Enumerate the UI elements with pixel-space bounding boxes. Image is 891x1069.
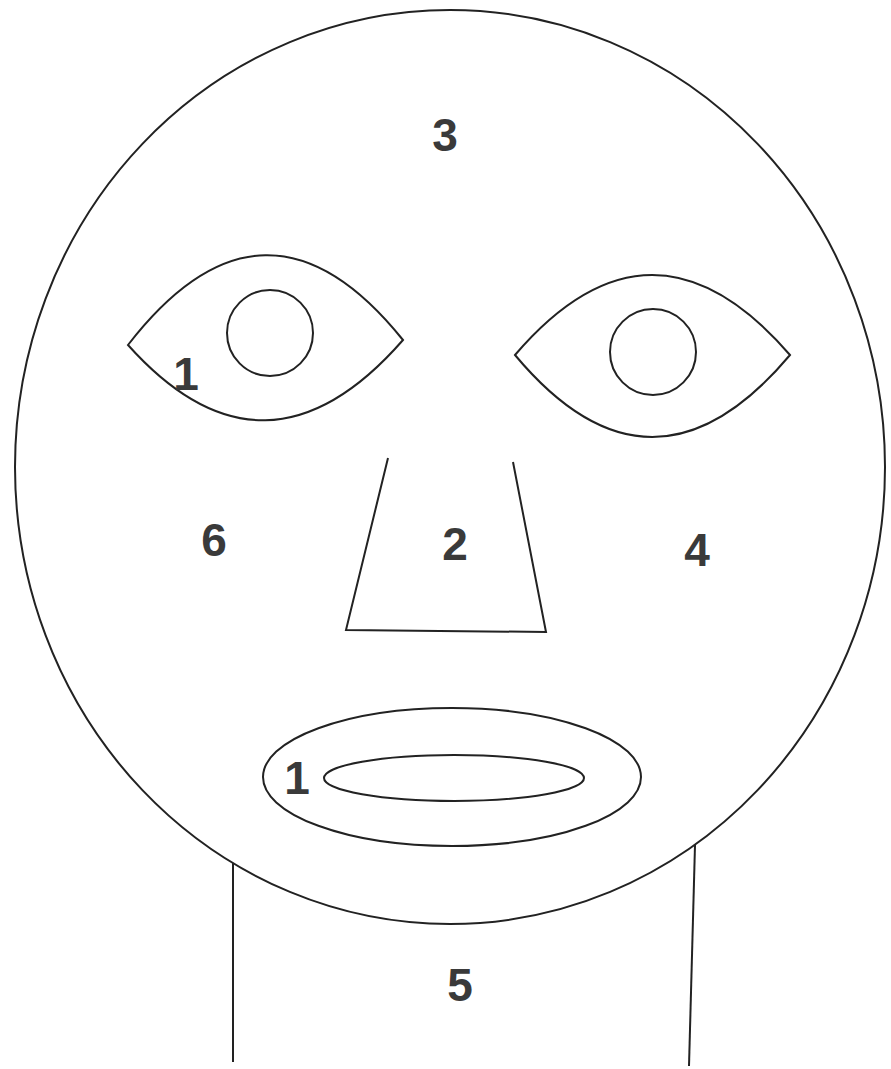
callout-number: 5: [447, 962, 473, 1008]
pupil: [610, 309, 696, 395]
face-outline: [15, 10, 885, 924]
callout-number: 2: [442, 521, 468, 567]
callout-number: 4: [684, 527, 710, 573]
neck-line: [689, 845, 695, 1066]
callout-number: 1: [173, 351, 199, 397]
callout-number: 3: [432, 112, 458, 158]
nose-outline: [346, 458, 546, 632]
eye-outline: [128, 255, 403, 420]
callout-number: 1: [284, 755, 310, 801]
mouth-outline: [263, 708, 641, 846]
pupil: [227, 290, 313, 376]
callout-number: 6: [201, 517, 227, 563]
eye-outline: [515, 275, 790, 437]
neck-line: [232, 863, 234, 1062]
mouth-inner: [324, 755, 584, 801]
